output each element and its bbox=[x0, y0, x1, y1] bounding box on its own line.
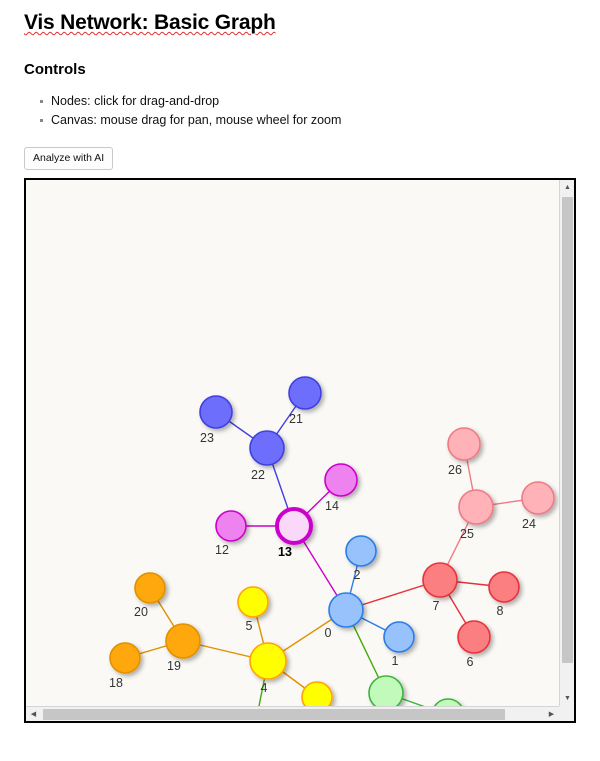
graph-node[interactable]: 24 bbox=[521, 481, 555, 531]
scrollbar-corner bbox=[559, 706, 574, 721]
node-circle[interactable] bbox=[109, 642, 141, 674]
network-graph-svg[interactable]: 0123456789101112131415161718192021222324… bbox=[26, 180, 559, 706]
node-circle[interactable] bbox=[432, 698, 464, 706]
graph-node[interactable]: 5 bbox=[237, 586, 269, 633]
node-label: 23 bbox=[200, 431, 214, 445]
vertical-scrollbar[interactable]: ▲ ▼ bbox=[559, 180, 574, 706]
node-label: 26 bbox=[448, 463, 462, 477]
graph-node[interactable]: 1 bbox=[383, 621, 415, 668]
node-circle[interactable] bbox=[521, 481, 555, 515]
graph-node[interactable]: 22 bbox=[249, 430, 285, 482]
scroll-down-icon[interactable]: ▼ bbox=[560, 691, 574, 706]
node-circle[interactable] bbox=[249, 642, 287, 680]
analyze-with-ai-button[interactable]: Analyze with AI bbox=[24, 147, 114, 170]
graph-node[interactable]: 4 bbox=[249, 642, 287, 695]
toolbar: Analyze with AI bbox=[24, 147, 576, 170]
node-circle[interactable] bbox=[458, 489, 494, 525]
node-circle[interactable] bbox=[488, 571, 520, 603]
graph-node[interactable]: 8 bbox=[488, 571, 520, 618]
node-label: 1 bbox=[392, 654, 399, 668]
page-title: Vis Network: Basic Graph bbox=[24, 11, 276, 34]
graph-node[interactable]: 25 bbox=[458, 489, 494, 541]
graph-node[interactable]: 7 bbox=[422, 562, 458, 613]
node-circle[interactable] bbox=[165, 623, 201, 659]
node-label: 24 bbox=[522, 517, 536, 531]
network-graph-viewport[interactable]: 0123456789101112131415161718192021222324… bbox=[24, 178, 576, 723]
node-label: 21 bbox=[289, 412, 303, 426]
node-circle[interactable] bbox=[134, 572, 166, 604]
node-label: 0 bbox=[325, 626, 332, 640]
node-label: 7 bbox=[433, 599, 440, 613]
controls-list: Nodes: click for drag-and-drop Canvas: m… bbox=[24, 92, 576, 130]
scroll-right-icon[interactable]: ▶ bbox=[544, 707, 559, 721]
node-label: 25 bbox=[460, 527, 474, 541]
node-circle[interactable] bbox=[237, 586, 269, 618]
node-circle[interactable] bbox=[422, 562, 458, 598]
node-label: 8 bbox=[497, 604, 504, 618]
node-circle[interactable] bbox=[249, 430, 285, 466]
node-circle[interactable] bbox=[457, 620, 491, 654]
horizontal-scrollbar-thumb[interactable] bbox=[43, 709, 505, 720]
graph-node[interactable]: 0 bbox=[325, 592, 364, 640]
node-label: 22 bbox=[251, 468, 265, 482]
node-circle[interactable] bbox=[368, 675, 404, 706]
node-circle[interactable] bbox=[447, 427, 481, 461]
node-layer: 0123456789101112131415161718192021222324… bbox=[109, 376, 555, 706]
graph-node[interactable]: 23 bbox=[199, 395, 233, 445]
node-circle[interactable] bbox=[288, 376, 322, 410]
node-circle[interactable] bbox=[275, 507, 313, 545]
node-label: 12 bbox=[215, 543, 229, 557]
node-label: 14 bbox=[325, 499, 339, 513]
page-root: Vis Network: Basic Graph Controls Nodes:… bbox=[0, 11, 600, 723]
node-label: 6 bbox=[467, 655, 474, 669]
graph-node[interactable]: 6 bbox=[457, 620, 491, 669]
node-label: 2 bbox=[354, 568, 361, 582]
network-graph-canvas[interactable]: 0123456789101112131415161718192021222324… bbox=[26, 180, 559, 706]
node-label: 20 bbox=[134, 605, 148, 619]
graph-node[interactable]: 28 bbox=[368, 675, 404, 706]
graph-node[interactable]: 13 bbox=[275, 507, 313, 559]
node-label: 5 bbox=[246, 619, 253, 633]
controls-heading: Controls bbox=[24, 61, 86, 78]
horizontal-scrollbar[interactable]: ◀ ▶ bbox=[26, 706, 559, 721]
node-circle[interactable] bbox=[383, 621, 415, 653]
node-label: 18 bbox=[109, 676, 123, 690]
graph-node[interactable]: 2 bbox=[345, 535, 377, 582]
node-label: 4 bbox=[261, 681, 268, 695]
node-label: 19 bbox=[167, 659, 181, 673]
node-circle[interactable] bbox=[215, 510, 247, 542]
graph-node[interactable]: 12 bbox=[215, 510, 247, 557]
node-circle[interactable] bbox=[345, 535, 377, 567]
vertical-scrollbar-thumb[interactable] bbox=[562, 197, 573, 663]
list-item: Canvas: mouse drag for pan, mouse wheel … bbox=[40, 111, 576, 130]
node-circle[interactable] bbox=[199, 395, 233, 429]
node-circle[interactable] bbox=[328, 592, 364, 628]
graph-node[interactable]: 19 bbox=[165, 623, 201, 673]
graph-node[interactable]: 20 bbox=[134, 572, 166, 619]
node-label: 13 bbox=[278, 545, 292, 559]
list-item: Nodes: click for drag-and-drop bbox=[40, 92, 576, 111]
graph-node[interactable]: 29 bbox=[432, 698, 464, 706]
scroll-up-icon[interactable]: ▲ bbox=[560, 180, 574, 195]
graph-node[interactable]: 26 bbox=[447, 427, 481, 477]
scroll-left-icon[interactable]: ◀ bbox=[26, 707, 41, 721]
graph-node[interactable]: 18 bbox=[109, 642, 141, 690]
graph-node[interactable]: 14 bbox=[324, 463, 358, 513]
graph-node[interactable]: 3 bbox=[301, 681, 333, 706]
node-circle[interactable] bbox=[324, 463, 358, 497]
graph-node[interactable]: 21 bbox=[288, 376, 322, 426]
node-circle[interactable] bbox=[301, 681, 333, 706]
